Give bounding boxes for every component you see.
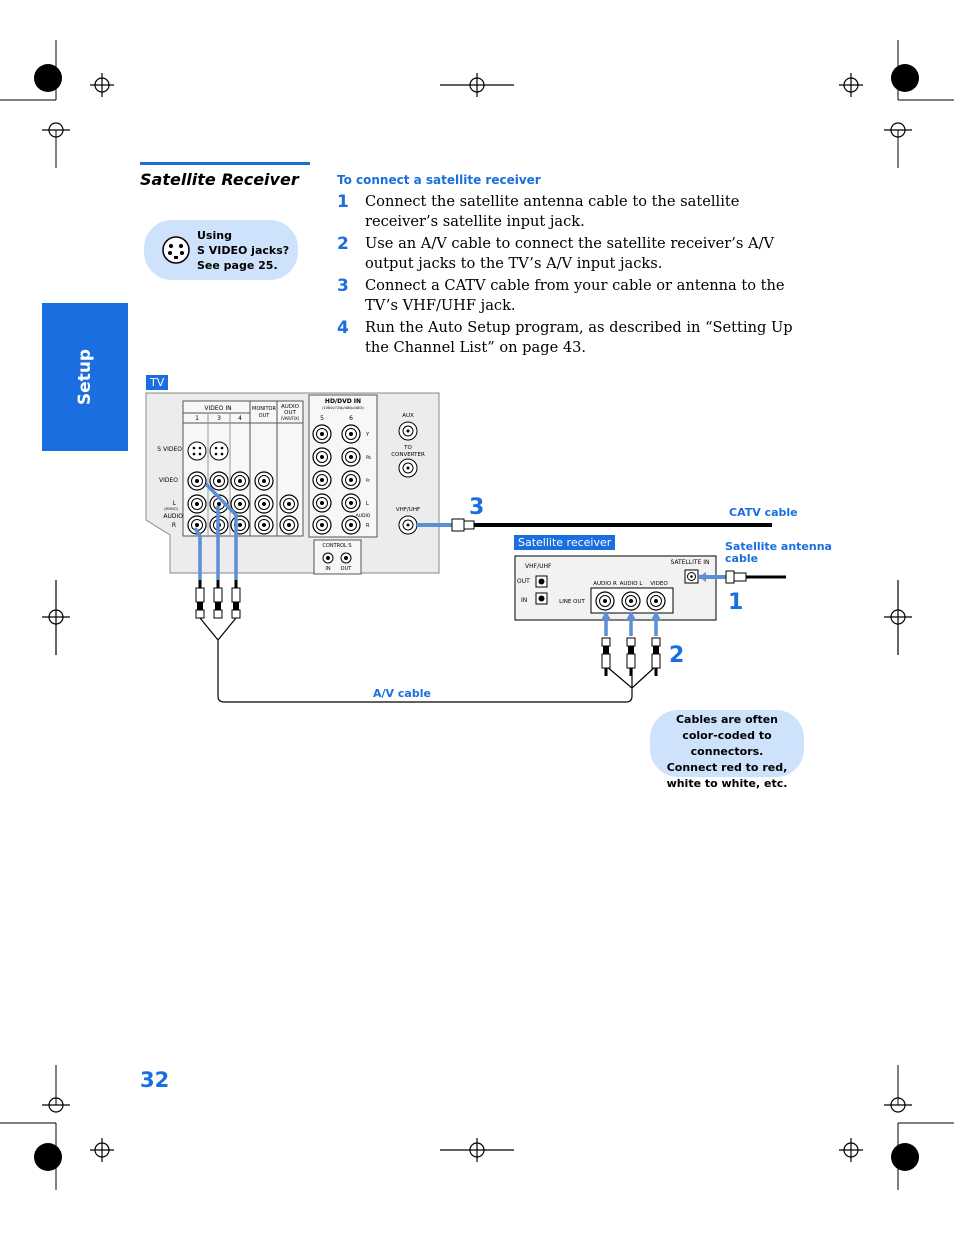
label-in5: 5 — [320, 415, 324, 422]
label-audio-l: AUDIO L — [620, 581, 644, 587]
av-cable-label: A/V cable — [373, 687, 431, 700]
label-hd-audio: AUDIO — [356, 513, 371, 519]
label-satellite-in: SATELLITE IN — [670, 559, 709, 566]
label-hd-r: R — [366, 523, 370, 529]
satellite-antenna-line1: Satellite antenna — [725, 540, 832, 553]
av-cable-line — [199, 617, 657, 703]
label-audio-out2: OUT — [284, 410, 296, 416]
label-vhf-uhf-tv: VHF/UHF — [396, 507, 420, 513]
color-code-tip: Cables are often color-coded to connecto… — [650, 710, 804, 790]
section-title: Satellite Receiver — [140, 170, 299, 189]
svideo-tip-line2: S VIDEO jacks? — [197, 244, 290, 257]
callout-1: 1 — [728, 590, 743, 615]
label-video: VIDEO — [159, 477, 178, 484]
label-r: R — [172, 522, 176, 529]
label-audio-r: AUDIO R — [593, 581, 617, 587]
label-in6: 6 — [349, 415, 353, 422]
label-monitor-out: OUT — [259, 413, 271, 419]
label-pr: Pr — [366, 478, 370, 483]
step-item: 1 Connect the satellite antenna cable to … — [337, 192, 817, 232]
satellite-antenna-cable-label: Satellite antenna cable — [725, 541, 832, 565]
step-number: 4 — [337, 318, 349, 338]
label-in3: 3 — [217, 415, 221, 422]
satellite-antenna-line2: cable — [725, 552, 759, 565]
svideo-tip-line3: See page 25. — [197, 259, 278, 272]
step-text: Run the Auto Setup program, as described… — [365, 319, 793, 356]
step-item: 3 Connect a CATV cable from your cable or… — [337, 276, 817, 316]
section-rule — [140, 162, 310, 165]
step-text: Connect a CATV cable from your cable or … — [365, 277, 785, 314]
label-l: L — [173, 500, 177, 507]
label-rcv-in: IN — [521, 597, 527, 604]
step-text: Use an A/V cable to connect the satellit… — [365, 235, 775, 272]
step-number: 2 — [337, 234, 349, 254]
label-aux: AUX — [402, 413, 414, 419]
tv-av-plugs — [195, 579, 241, 619]
label-rcv-out: OUT — [517, 578, 530, 585]
label-in4: 4 — [238, 415, 242, 422]
steps-list: 1 Connect the satellite antenna cable to … — [337, 192, 817, 360]
procedure-heading: To connect a satellite receiver — [337, 173, 541, 187]
callout-3: 3 — [469, 495, 484, 520]
label-audio-out3: (VAR/FIX) — [281, 416, 300, 421]
label-hd-dvd-in: HD/DVD IN — [325, 398, 361, 405]
step-item: 2 Use an A/V cable to connect the satelli… — [337, 234, 817, 274]
label-y: Y — [365, 432, 370, 438]
label-hd-l: L — [366, 501, 369, 507]
label-hd-formats: (1080i/720p/480p/480i) — [322, 406, 364, 410]
svideo-tip-line1: Using — [197, 229, 232, 242]
color-code-tip-line4: white to white, etc. — [666, 777, 788, 790]
label-control-s: CONTROL S — [322, 543, 351, 549]
satellite-receiver-tag: Satellite receiver — [514, 535, 616, 550]
label-in1: 1 — [195, 415, 199, 422]
color-code-tip-line2: color-coded to connectors. — [682, 729, 772, 758]
side-tab-setup: Setup — [42, 303, 128, 451]
label-converter: CONVERTER — [391, 452, 425, 458]
color-code-tip-line1: Cables are often — [675, 713, 778, 726]
step-item: 4 Run the Auto Setup program, as describe… — [337, 318, 817, 358]
label-video-in: VIDEO IN — [204, 405, 231, 412]
label-mono: (MONO) — [164, 507, 179, 511]
label-rcv-video: VIDEO — [650, 581, 668, 587]
color-code-tip-line3: Connect red to red, — [666, 761, 788, 774]
label-to: TO — [403, 445, 412, 451]
label-cs-in: IN — [325, 566, 330, 572]
label-cs-out: OUT — [341, 566, 353, 572]
label-pb: Pb — [366, 455, 371, 460]
label-line-out: LINE OUT — [559, 599, 585, 605]
step-number: 1 — [337, 192, 349, 212]
svideo-tip: Using S VIDEO jacks? See page 25. — [144, 220, 298, 280]
tv-tag: TV — [146, 375, 169, 390]
label-monitor: MONITOR — [252, 406, 276, 412]
label-audio: AUDIO — [163, 513, 183, 520]
svideo-connector-icon — [162, 236, 190, 264]
catv-cable-label: CATV cable — [729, 506, 798, 519]
step-text: Connect the satellite antenna cable to t… — [365, 193, 740, 230]
label-s-video: S VIDEO — [157, 446, 182, 453]
label-rcv-vhf-uhf: VHF/UHF — [525, 563, 552, 570]
label-audio-out: AUDIO — [281, 404, 300, 410]
svideo-jacks — [187, 441, 229, 461]
step-number: 3 — [337, 276, 349, 296]
page-number: 32 — [140, 1068, 170, 1092]
callout-2: 2 — [669, 643, 684, 668]
